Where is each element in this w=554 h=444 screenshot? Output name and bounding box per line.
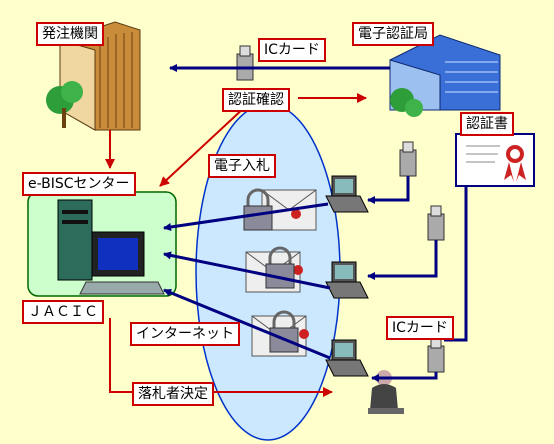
ic-card-reader-icon — [427, 205, 445, 241]
electronic-bid-label: 電子入札 — [208, 154, 276, 178]
winner-decision-label: 落札者決定 — [132, 382, 214, 406]
certificate-authority-building-icon — [389, 34, 501, 117]
desktop-computer-icon — [57, 199, 165, 295]
internet-label: インターネット — [130, 322, 240, 346]
padlock-envelope-icon — [243, 188, 317, 231]
ic-card-reader-icon — [236, 45, 254, 81]
ic-card-bottom-label: ICカード — [386, 316, 454, 340]
certificate-authority-label: 電子認証局 — [352, 22, 434, 46]
padlock-envelope-icon — [245, 246, 303, 293]
laptop-icon — [325, 175, 369, 213]
office-building-icon — [46, 21, 141, 131]
certificate-label: 認証書 — [460, 112, 514, 136]
certificate-icon — [455, 133, 535, 187]
center-label: e-BISCセンター — [22, 172, 136, 196]
jacic-label: ＪＡＣＩＣ — [22, 300, 104, 324]
auth-check-label: 認証確認 — [222, 88, 290, 112]
ic-card-reader-icon — [399, 141, 417, 177]
ordering-agency-label: 発注機関 — [36, 22, 104, 46]
ic-card-top-label: ICカード — [258, 38, 326, 62]
laptop-icon — [325, 339, 369, 377]
laptop-icon — [325, 261, 369, 299]
ic-card-reader-icon — [427, 337, 445, 373]
padlock-envelope-icon — [251, 310, 309, 357]
data-flow-arrows — [163, 64, 468, 382]
verification-arrows — [105, 93, 367, 397]
